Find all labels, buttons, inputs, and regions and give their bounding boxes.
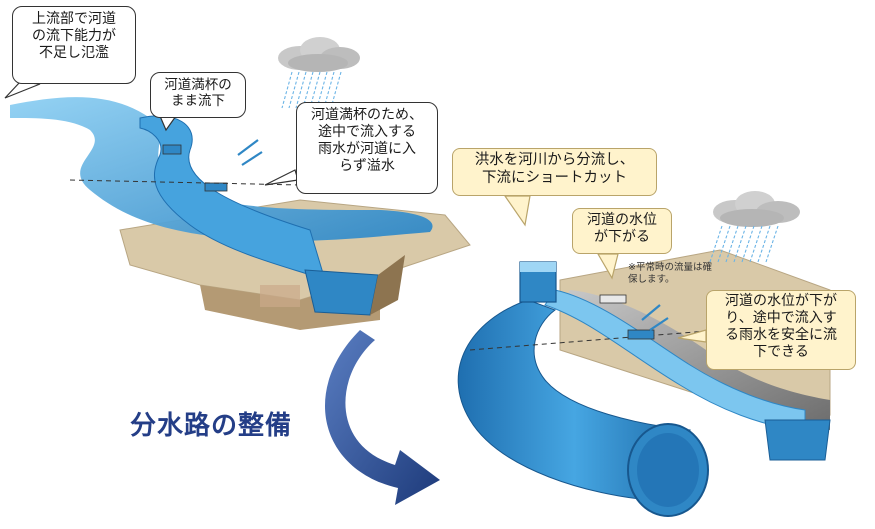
before-ground-texture <box>260 285 300 307</box>
before-mini-section-1 <box>162 144 182 155</box>
after-intake-top <box>520 262 556 272</box>
after-mini-section-2 <box>627 329 655 340</box>
after-rain-arrow-2 <box>649 317 669 331</box>
before-dashed-line <box>69 179 301 186</box>
before-bank-right <box>370 255 405 315</box>
bubble-inland-flooding: 河道満杯のため、 途中で流入する 雨水が河道に入 らず溢水 <box>296 102 438 194</box>
bubble-upstream-overflow: 上流部で河道 の流下能力が 不足し氾濫 <box>12 6 136 84</box>
normal-flow-note: ※平常時の流量は確 保します。 <box>628 262 712 285</box>
bubble-water-level-drops: 河道の水位 が下がる <box>572 208 672 254</box>
before-rain-cloud <box>278 37 360 72</box>
after-rain-arrow-1 <box>641 304 661 321</box>
before-channel-section <box>304 269 379 316</box>
after-dashed-line <box>469 329 721 351</box>
after-rain-lines <box>709 225 779 263</box>
after-tunnel-mouth-inner <box>637 433 699 507</box>
before-rain-arrow-2 <box>241 151 263 166</box>
bubble-safe-drainage: 河道の水位が下が り、途中で流入す る雨水を安全に流 下できる <box>706 290 856 370</box>
diversion-channel-title: 分水路の整備 <box>130 411 293 441</box>
transition-arrow <box>324 330 440 505</box>
bubble-tail-diversion <box>503 195 531 227</box>
bubble-tail-water-level <box>596 253 619 280</box>
before-rain-arrow-1 <box>237 139 259 156</box>
before-mini-section-2 <box>204 182 228 192</box>
bubble-tail-upstream <box>4 81 41 99</box>
bubble-diversion-shortcut: 洪水を河川から分流し、 下流にショートカット <box>452 148 657 196</box>
bubble-tail-inland <box>264 169 299 186</box>
bubble-channel-full: 河道満杯の まま流下 <box>150 72 246 118</box>
after-mini-section-1 <box>599 294 627 304</box>
before-flood-water <box>10 97 433 241</box>
after-river-section <box>764 419 831 461</box>
before-river <box>139 115 326 281</box>
before-scene <box>10 97 471 330</box>
after-rain-cloud <box>713 191 800 227</box>
